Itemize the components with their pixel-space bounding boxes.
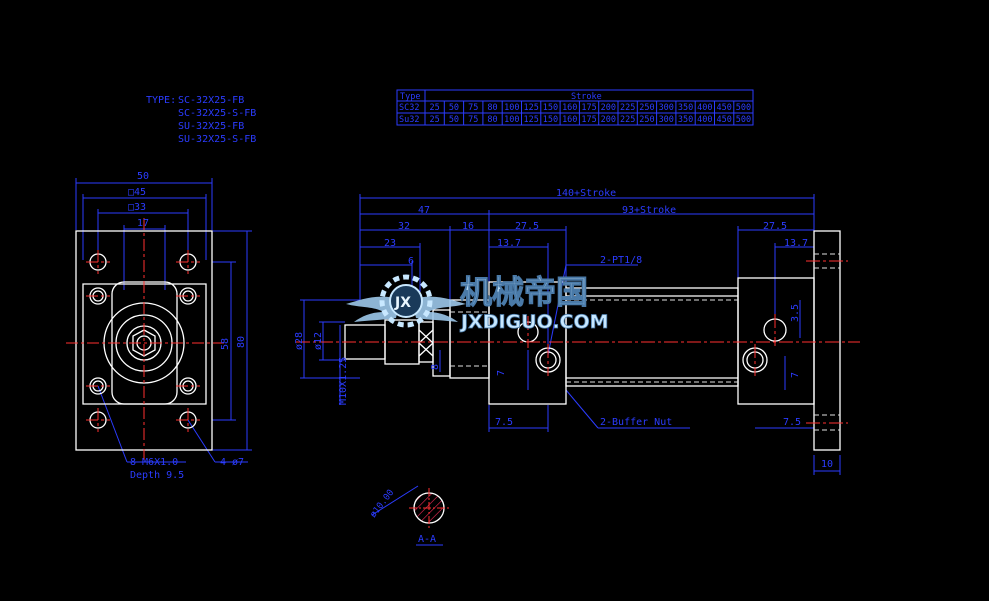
logo-gear-icon — [379, 274, 433, 328]
table-cell-stroke: 200 — [601, 115, 616, 125]
note-thread: 8-M6X1.0 — [130, 457, 178, 468]
table-cell-type: SC32 — [399, 103, 419, 113]
note-holes: 4-ø7 — [220, 457, 244, 468]
type-list-item: SU-32X25-S-FB — [178, 134, 256, 145]
table-cell-stroke: 175 — [581, 103, 596, 113]
table-cell-stroke: 400 — [697, 115, 712, 125]
table-cell-stroke: 75 — [468, 115, 478, 125]
dim-3-5: 3.5 — [790, 304, 801, 322]
dim-width-50: 50 — [137, 171, 149, 182]
table-cell-stroke: 125 — [523, 103, 538, 113]
table-cell-stroke: 400 — [697, 103, 712, 113]
dim-6: 6 — [408, 256, 414, 267]
dim-7-5-front: 7.5 — [495, 417, 513, 428]
dim-27-5-front: 27.5 — [515, 221, 539, 232]
side-view: 140+Stroke 93+Stroke 47 32 16 27.5 27.5 … — [294, 188, 860, 475]
table-cell-stroke: 200 — [601, 103, 616, 113]
table-cell-stroke: 100 — [504, 103, 519, 113]
logo-en-text: JXDIGUO.COM — [459, 311, 609, 333]
table-cell-stroke: 500 — [736, 115, 751, 125]
front-view: 50 □45 □33 17 8-M6X1.0 Depth 9.5 4-ø7 58… — [66, 171, 252, 481]
type-list: TYPE: SC-32X25-FB SC-32X25-S-FB SU-32X25… — [146, 95, 256, 145]
logo-wing-left — [346, 296, 400, 322]
table-cell-stroke: 300 — [659, 103, 674, 113]
dim-width-17: 17 — [137, 218, 149, 229]
table-cell-stroke: 250 — [639, 115, 654, 125]
dim-13-7-front: 13.7 — [497, 238, 521, 249]
type-list-item: SC-32X25-FB — [178, 95, 244, 106]
table-cell-stroke: 75 — [468, 103, 478, 113]
note-buffer: 2-Buffer Nut — [600, 417, 672, 428]
dim-height-58: 58 — [220, 338, 231, 350]
table-cell-stroke: 225 — [620, 115, 635, 125]
table-cell-stroke: 175 — [581, 115, 596, 125]
dim-16: 16 — [462, 221, 474, 232]
dim-13-7-rear: 13.7 — [784, 238, 808, 249]
table-cell-stroke: 450 — [716, 103, 731, 113]
table-cell-stroke: 160 — [562, 115, 577, 125]
dim-thread-rod: M10X1.25 — [338, 357, 349, 405]
dim-32: 32 — [398, 221, 410, 232]
table-cell-stroke: 225 — [620, 103, 635, 113]
stroke-table — [396, 89, 754, 126]
dim-7-rear: 7 — [790, 372, 801, 378]
table-cell-stroke: 160 — [562, 103, 577, 113]
dim-height-80: 80 — [236, 336, 247, 348]
table-cell-stroke: 25 — [430, 115, 440, 125]
type-list-prefix: TYPE: — [146, 95, 176, 106]
type-list-item: SC-32X25-S-FB — [178, 108, 256, 119]
table-cell-stroke: 125 — [523, 115, 538, 125]
stroke-table-text: Type Stroke SC32 25 50 75 80 100 125 150 160 175 2… — [399, 92, 751, 125]
dim-27-5-rear: 27.5 — [763, 221, 787, 232]
dim-body: 93+Stroke — [622, 205, 676, 216]
table-cell-stroke: 100 — [504, 115, 519, 125]
dim-47: 47 — [418, 205, 430, 216]
table-cell-stroke: 350 — [678, 115, 693, 125]
table-cell-stroke: 50 — [449, 115, 459, 125]
table-header-stroke: Stroke — [571, 92, 602, 102]
dim-23: 23 — [384, 238, 396, 249]
logo-badge: JX — [394, 295, 411, 311]
dim-7-5-rear: 7.5 — [783, 417, 801, 428]
table-cell-stroke: 150 — [543, 103, 558, 113]
dim-square-33: □33 — [128, 202, 146, 213]
dim-7-front: 7 — [496, 370, 507, 376]
logo-watermark: JX 机械帝国 JXDIGUO.COM — [346, 273, 609, 333]
table-cell-stroke: 500 — [736, 103, 751, 113]
table-cell-stroke: 300 — [659, 115, 674, 125]
table-cell-stroke: 250 — [639, 103, 654, 113]
table-cell-stroke: 350 — [678, 103, 693, 113]
table-cell-stroke: 150 — [543, 115, 558, 125]
dim-overall: 140+Stroke — [556, 188, 616, 199]
table-header-type: Type — [400, 92, 420, 102]
dim-10: 10 — [821, 459, 833, 470]
table-cell-type: Su32 — [399, 115, 419, 125]
dim-square-45: □45 — [128, 187, 146, 198]
note-depth: Depth 9.5 — [130, 470, 184, 481]
section-label: A-A — [418, 534, 436, 545]
type-list-item: SU-32X25-FB — [178, 121, 244, 132]
table-cell-stroke: 80 — [487, 115, 497, 125]
table-cell-stroke: 50 — [449, 103, 459, 113]
logo-cn-text: 机械帝国 — [460, 273, 588, 311]
section-view: ø10.00 A-A — [368, 485, 449, 546]
note-port: 2-PT1/8 — [600, 255, 642, 266]
dim-dia-12: ø12 — [313, 332, 324, 350]
dim-dia-28: ø28 — [294, 332, 305, 350]
table-cell-stroke: 450 — [716, 115, 731, 125]
table-cell-stroke: 80 — [487, 103, 497, 113]
section-dia: ø10.00 — [368, 488, 396, 520]
table-cell-stroke: 25 — [430, 103, 440, 113]
dim-8: 8 — [430, 364, 441, 370]
